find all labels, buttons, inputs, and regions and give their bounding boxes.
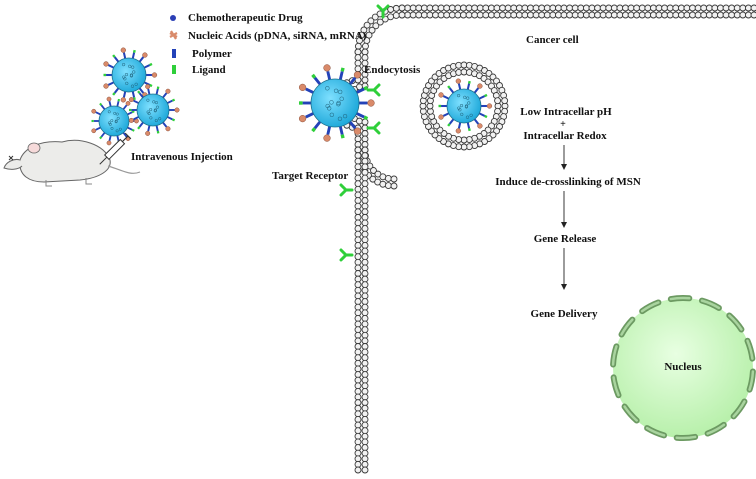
- step-low-ph-label: Low Intracellar pH: [520, 106, 612, 118]
- nuclear-envelope-highlight: [669, 296, 691, 301]
- arrowhead: [561, 284, 567, 290]
- cancer-cell-label: Cancer cell: [526, 34, 579, 46]
- nanoparticle-free-1: [103, 47, 158, 103]
- legend-icons: [169, 15, 178, 74]
- mouse-body: [19, 139, 111, 183]
- receptor-icon: [339, 248, 354, 262]
- mouse-tail: [107, 165, 141, 174]
- mouse-ear: [27, 142, 41, 154]
- nuclear-envelope-highlight: [612, 376, 620, 397]
- arrowhead: [561, 222, 567, 228]
- nucleus-label: Nucleus: [664, 361, 702, 373]
- intravenous-injection-label: Intravenous Injection: [131, 151, 233, 163]
- ligand-icon: [172, 65, 176, 74]
- endosome-vesicle: [419, 61, 509, 151]
- nanoparticles: [91, 47, 493, 146]
- step-redox-label: Intracellar Redox: [523, 130, 607, 142]
- step-decrosslinking-label: Induce de-crosslinking of MSN: [495, 176, 641, 188]
- nanoparticle-binding: [298, 64, 375, 142]
- nuclear-envelope-highlight: [748, 370, 755, 391]
- mouse-illustration: [3, 132, 141, 187]
- receptor-icon: [376, 4, 390, 19]
- nucleic-acid-icon: [169, 30, 178, 40]
- legend-label-polymer: Polymer: [192, 48, 232, 60]
- nuclear-envelope-highlight: [732, 400, 746, 418]
- endocytosis-label: Endocytosis: [364, 64, 421, 76]
- receptor-icon: [339, 183, 354, 197]
- polymer-icon: [172, 49, 176, 58]
- drug-dot-icon: [170, 15, 176, 21]
- syringe-icon: [99, 132, 132, 165]
- target-receptor-label: Target Receptor: [272, 170, 349, 182]
- step-gene-release-label: Gene Release: [533, 233, 597, 245]
- nuclear-envelope-highlight: [611, 345, 618, 366]
- arrowhead: [561, 164, 567, 170]
- nuclear-envelope-highlight: [623, 405, 638, 422]
- legend-label-drug: Chemotherapeutic Drug: [188, 12, 303, 24]
- nucleus: [610, 295, 756, 441]
- nuclear-envelope-highlight: [645, 426, 666, 437]
- mouse-feet: [45, 178, 92, 187]
- mouse-eye-x: [8, 155, 14, 161]
- step-plus-sign: +: [560, 119, 566, 130]
- nuclear-envelope-highlight: [706, 423, 726, 435]
- process-arrows: [561, 145, 567, 290]
- mouse-head: [3, 159, 23, 170]
- nuclear-envelope-highlight: [700, 299, 721, 310]
- nanoparticle-free-3: [128, 84, 180, 136]
- legend-label-nucleic-acids: Nucleic Acids (pDNA, siRNA, mRNA): [188, 30, 367, 42]
- nuclear-envelope-highlight: [746, 339, 754, 360]
- target-receptors: [339, 4, 390, 262]
- nucleus-body: [613, 298, 753, 438]
- receptor-icon: [366, 121, 381, 135]
- nuclear-envelope-highlight: [640, 301, 660, 313]
- nuclear-envelope-highlight: [675, 435, 697, 440]
- legend-label-ligand: Ligand: [192, 64, 226, 76]
- nuclear-envelope-highlight: [728, 314, 743, 331]
- nanoparticle-endosome: [438, 78, 493, 134]
- step-gene-delivery-label: Gene Delivery: [530, 308, 598, 320]
- receptor-icon: [366, 83, 381, 97]
- nuclear-envelope-highlight: [620, 318, 634, 336]
